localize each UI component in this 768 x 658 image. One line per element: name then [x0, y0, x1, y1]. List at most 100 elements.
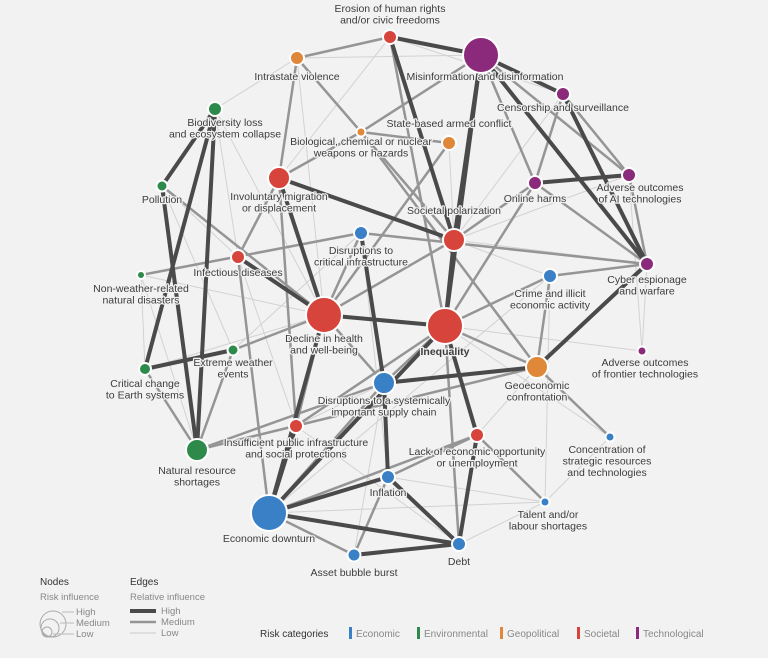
node-inflation[interactable]: [380, 469, 396, 485]
node-statebased[interactable]: [355, 126, 367, 138]
legend-node-low: [41, 626, 53, 638]
node-label-line: State-based armed conflict: [387, 118, 512, 130]
node-label-line: Economic downturn: [223, 533, 315, 545]
node-biological[interactable]: [441, 135, 457, 151]
node-label-line: and ecosystem collapse: [169, 129, 281, 141]
node-onlineharms[interactable]: [527, 175, 543, 191]
edge-biological-polarization: [448, 142, 455, 241]
edge-biodiversity-health: [214, 108, 325, 316]
node-label-line: Cyber espionage: [607, 274, 687, 286]
node-assetbubble[interactable]: [346, 547, 362, 563]
node-label-line: of frontier technologies: [592, 369, 698, 381]
edge-cyber-geoeconomic: [535, 262, 649, 369]
legend-node-high-label: High: [76, 607, 96, 618]
node-label-line: Adverse outcomes: [597, 182, 684, 194]
node-downturn[interactable]: [250, 494, 288, 532]
node-natural[interactable]: [185, 438, 209, 462]
node-label-misinfo: Misinformation and disinformation: [407, 71, 564, 83]
node-label-line: Insufficient public infrastructure: [224, 437, 369, 449]
edge-inequality-downturn: [267, 324, 447, 515]
node-label-line: Critical change: [110, 378, 180, 390]
edge-health-inequality: [322, 313, 447, 328]
legend-nodes-title: Nodes: [40, 577, 69, 588]
legend-swatch-societal: [577, 627, 580, 639]
node-health[interactable]: [305, 296, 343, 334]
edge-pollution-infectious: [161, 185, 239, 258]
node-label-line: shortages: [174, 477, 220, 489]
node-nonweather[interactable]: [136, 270, 146, 280]
node-extremeweather[interactable]: [226, 343, 240, 357]
node-label-line: Debt: [448, 556, 470, 568]
node-label-line: and well-being: [290, 345, 358, 357]
legend-edge-low-label: Low: [161, 628, 179, 639]
node-supplychain[interactable]: [372, 371, 396, 395]
node-label-line: Infectious diseases: [193, 267, 282, 279]
node-label-line: and technologies: [567, 467, 646, 479]
node-infrastructure[interactable]: [353, 225, 369, 241]
node-label-line: important supply chain: [331, 407, 436, 419]
edge-inflation-assetbubble: [352, 475, 390, 557]
legend-node-high: [39, 610, 67, 638]
edge-supplychain-inflation: [382, 381, 390, 479]
node-involuntary[interactable]: [267, 166, 291, 190]
node-label-line: Adverse outcomes: [602, 357, 689, 369]
edge-onlineharms-polarization: [452, 181, 537, 242]
node-erosion[interactable]: [382, 29, 398, 45]
edge-intrastate-biodiversity: [214, 57, 298, 110]
edge-inequality-publicinfra: [294, 324, 447, 428]
node-label-line: Pollution: [142, 194, 182, 206]
node-geoeconomic[interactable]: [525, 355, 549, 379]
node-crime[interactable]: [542, 268, 558, 284]
node-label-line: Geoeconomic: [505, 380, 570, 392]
edge-lackopp-downturn: [267, 433, 479, 515]
legend-swatch-economic: [349, 627, 352, 639]
node-biodiversity[interactable]: [207, 101, 223, 117]
node-misinfo[interactable]: [462, 36, 500, 74]
edge-concentration-talent: [544, 436, 611, 503]
node-censorship[interactable]: [555, 86, 571, 102]
edge-biodiversity-pollution: [160, 107, 217, 188]
node-talent[interactable]: [539, 496, 551, 508]
edge-frontier-cyber: [641, 263, 648, 352]
node-label-line: natural disasters: [102, 295, 179, 307]
node-label-pollution: Pollution: [142, 194, 182, 206]
legend-edges-title: Edges: [130, 577, 158, 588]
node-critical[interactable]: [138, 362, 152, 376]
legend-nodes-subtitle: Risk influence: [40, 592, 99, 603]
edge-misinfo-ai: [479, 53, 631, 177]
legend-edges-subtitle: Relative influence: [130, 592, 205, 603]
node-pollution[interactable]: [155, 179, 169, 193]
node-inequality[interactable]: [426, 307, 464, 345]
edge-extremeweather-infrastructure: [232, 232, 362, 351]
node-ai[interactable]: [621, 167, 637, 183]
node-label-inflation: Inflation: [370, 487, 407, 499]
node-infectious[interactable]: [230, 249, 246, 265]
node-polarization[interactable]: [442, 228, 466, 252]
edge-crime-cyber: [548, 262, 649, 278]
node-label-line: Inflation: [370, 487, 407, 499]
node-label-line: Crime and illicit: [514, 288, 585, 300]
node-concentration[interactable]: [604, 431, 616, 443]
node-debt[interactable]: [451, 536, 467, 552]
edge-involuntary-infectious: [236, 176, 281, 259]
node-intrastate[interactable]: [289, 50, 305, 66]
legend-category-economic: Economic: [356, 629, 400, 640]
node-label-censorship: Censorship and surveillance: [497, 102, 629, 114]
edge-natural-extremeweather: [195, 348, 235, 452]
edge-nonweather-health: [140, 274, 325, 316]
node-lackopp[interactable]: [469, 427, 485, 443]
node-cyber[interactable]: [639, 256, 655, 272]
node-label-line: Disruptions to: [329, 245, 393, 257]
node-frontier[interactable]: [636, 345, 648, 357]
edge-concentration-inequality: [444, 325, 611, 438]
edge-statebased-biological: [359, 130, 451, 145]
edge-geoeconomic-crime: [535, 274, 552, 369]
node-publicinfra[interactable]: [288, 418, 304, 434]
edge-involuntary-publicinfra: [277, 176, 298, 428]
